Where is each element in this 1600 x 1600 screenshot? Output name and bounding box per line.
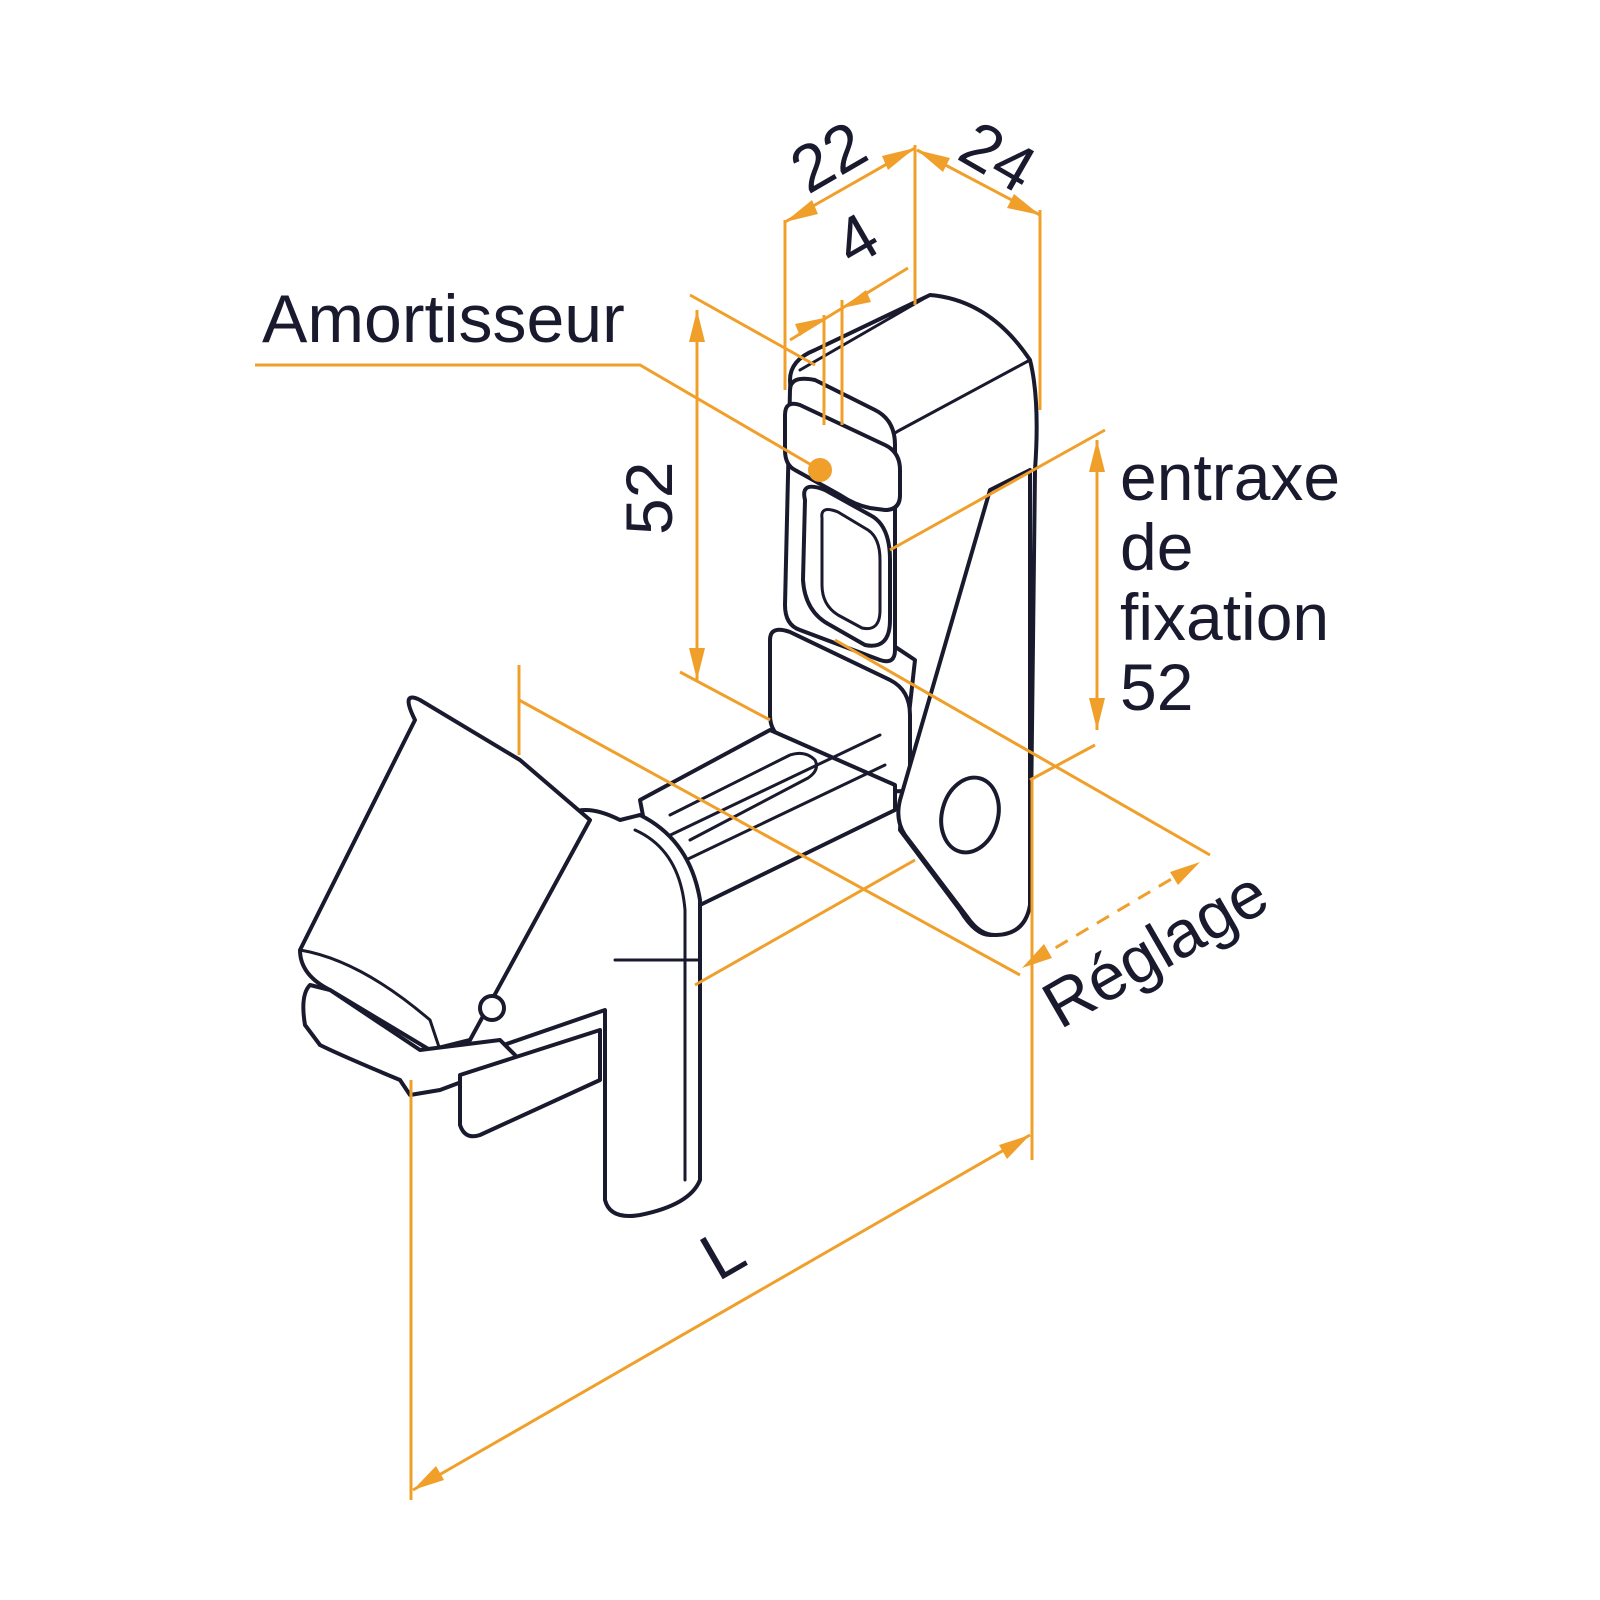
dim-52-arrow-top [689,310,705,342]
reglage-dashed [1034,860,1201,962]
amortisseur-leader [255,363,821,472]
dim-24-arrow-right [1007,194,1040,215]
entraxe-ext-top [889,428,1106,552]
arm-slot [668,751,818,842]
dim-22-arrow-left [785,200,818,222]
length-arrow-left [413,1466,444,1490]
length-arrow-right [999,1135,1030,1159]
cantilever-edge [298,948,442,1052]
cantilever-hole [478,994,506,1022]
amortisseur-label: Amortisseur [262,281,625,357]
dim-24-label: 24 [948,106,1049,207]
dim-4-label: 4 [822,198,891,280]
entraxe-label-line1: entraxe [1120,440,1340,514]
dim-52-arrow-bottom [689,648,705,680]
length-ext-arm-c [694,858,916,987]
reglage-arrow-bottom [1022,944,1052,968]
dimensions [255,145,1211,1500]
reglage-ext-top [834,638,1211,857]
entraxe-label-line2: de [1120,510,1193,584]
entraxe-label-line3: fixation [1120,580,1329,654]
entraxe-label-line4: 52 [1120,650,1193,724]
dim-22-arrow-right [882,148,915,170]
dim-24-arrow-left [917,150,950,172]
damper-pad [783,401,902,512]
length-ext-arm-b [518,698,1021,977]
reglage-label: Réglage [1030,855,1280,1042]
lower-clip [458,1028,602,1139]
amortisseur-dot [808,458,832,482]
front-tongue [301,983,522,1097]
length-label: L [688,1212,757,1294]
entraxe-arrow-bottom [1089,698,1105,730]
reglage-arrow-top [1170,862,1200,885]
fixing-hole [939,775,1001,855]
length-line [412,1133,1031,1492]
dim-52-ext-top [689,293,816,367]
bracket-part [298,293,1039,1218]
dim-52-ext-bottom [679,670,771,722]
entraxe-arrow-top [1089,440,1105,472]
slot-inner [820,508,882,631]
adjustment-slot [801,484,892,648]
dim-52-height-label: 52 [612,462,686,535]
dim-4-arrow-a [795,318,824,336]
dim-22-label: 22 [778,106,879,207]
left-cantilever [298,695,592,1052]
dim-4-arrow-b [842,290,871,308]
arm-ribs [658,733,887,872]
hook-inner-curve [613,828,702,1182]
entraxe-ext-bottom [1029,743,1096,782]
